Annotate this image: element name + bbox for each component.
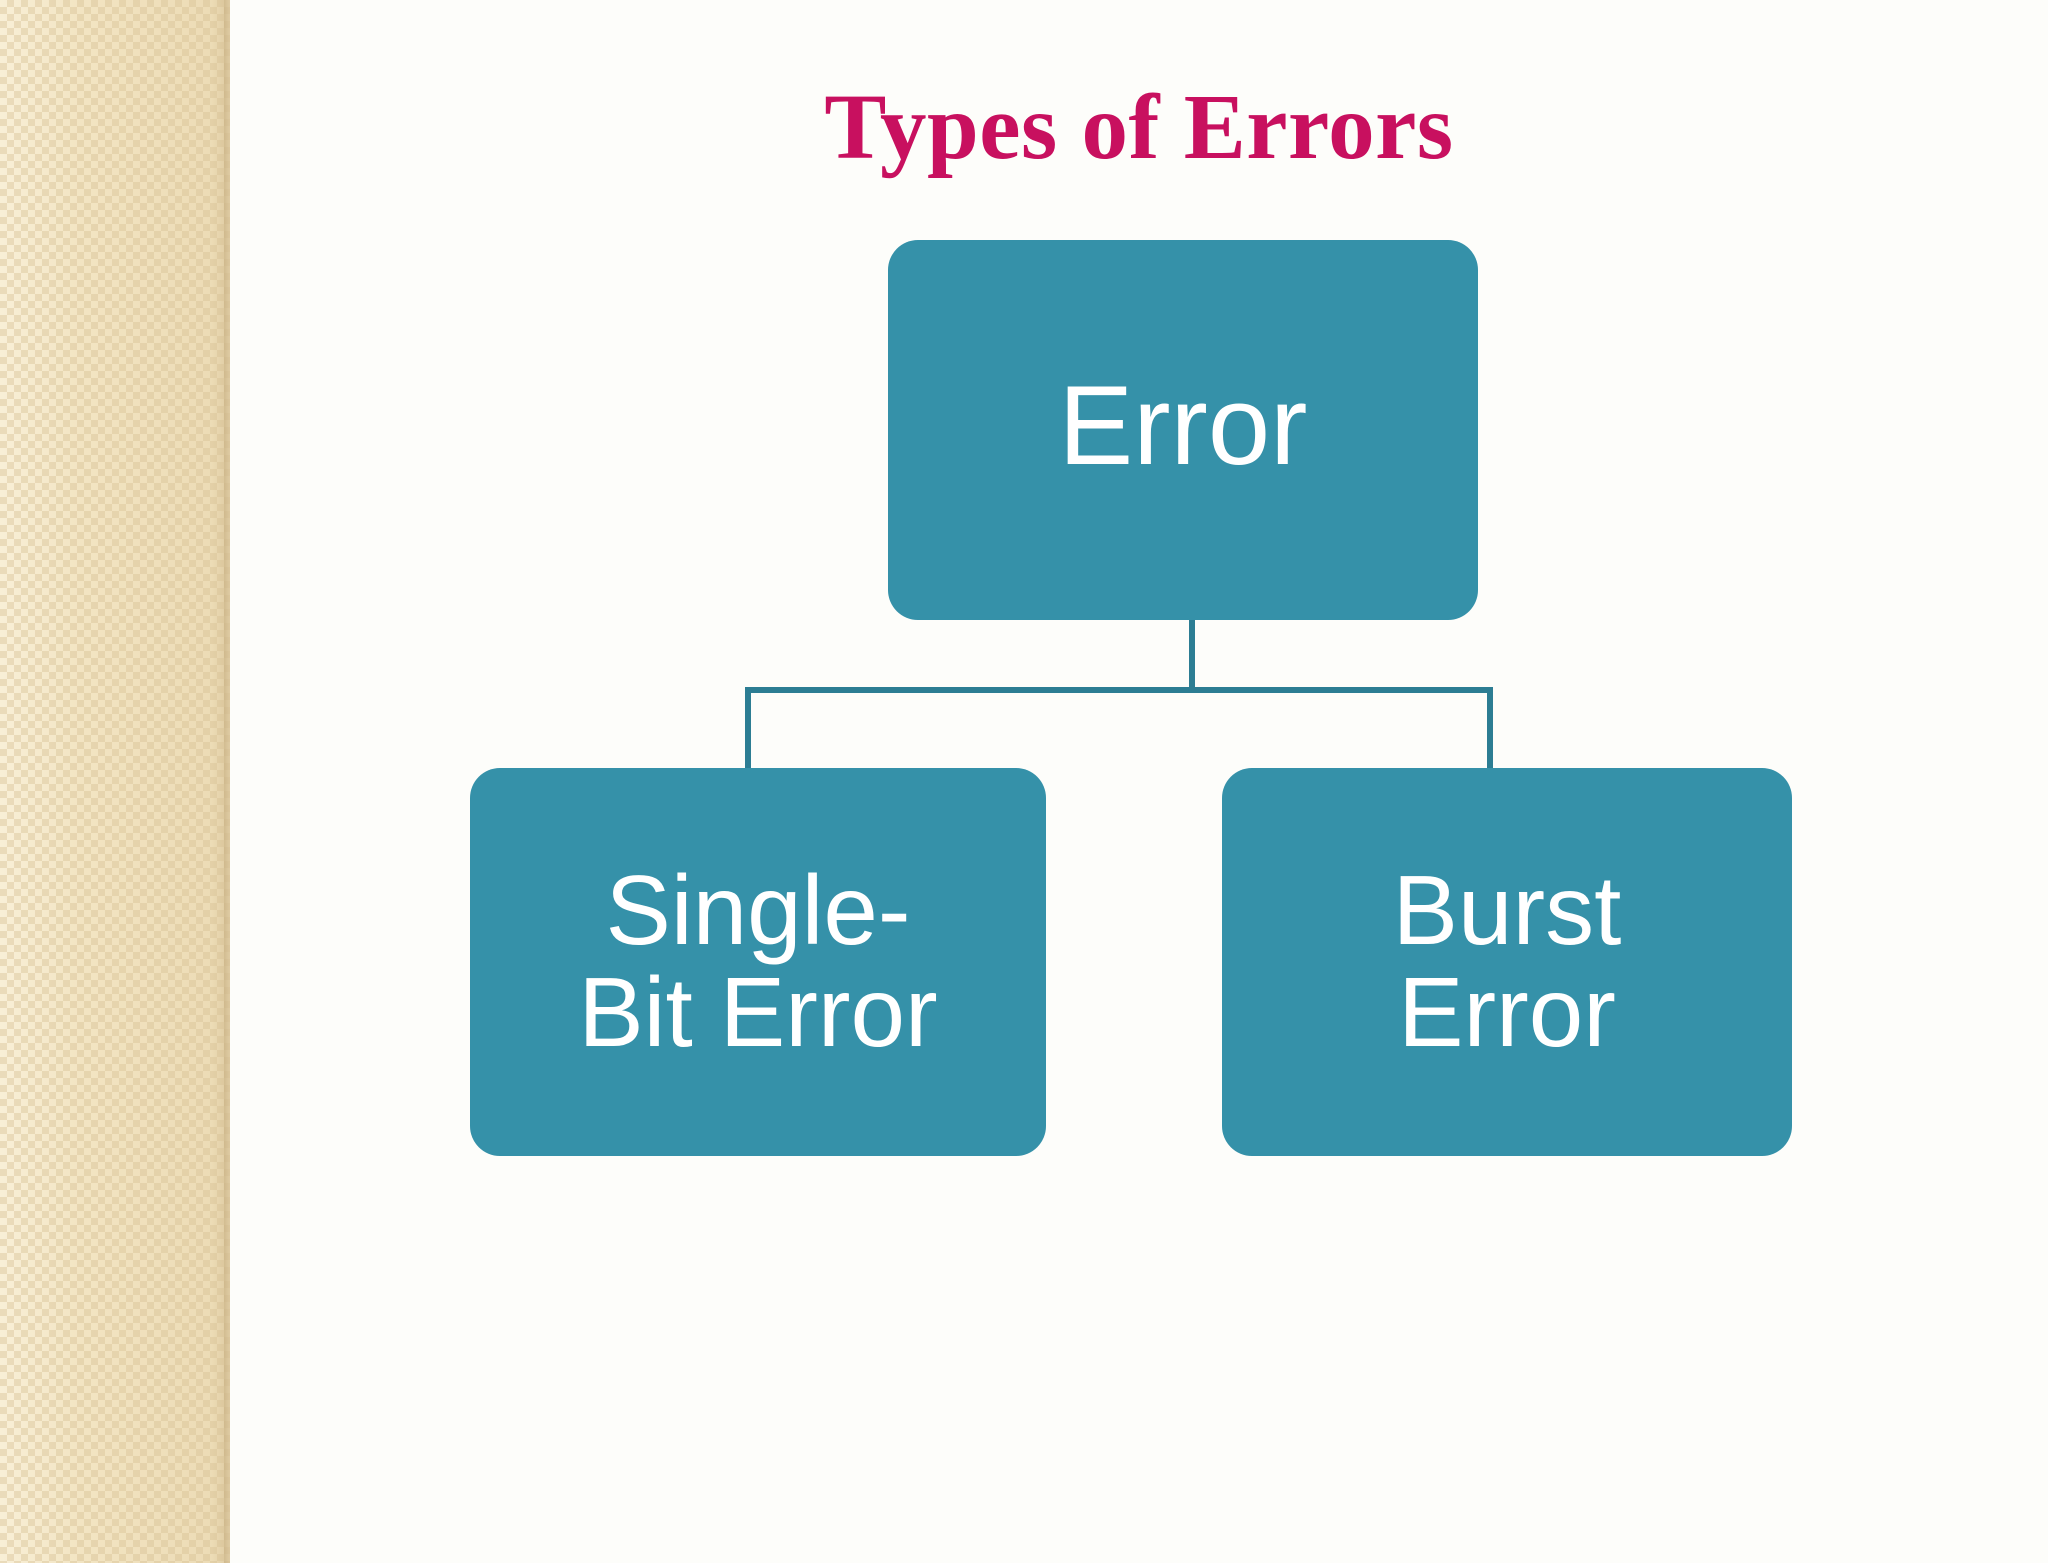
node-label-line-1: Single-	[605, 855, 911, 966]
connector-drop-right	[1487, 687, 1493, 771]
connector-drop-left	[745, 687, 751, 771]
diagram-node-error[interactable]: Error	[888, 240, 1478, 620]
sidebar-edge-shading	[224, 0, 230, 1563]
node-label-line-2: Error	[1398, 957, 1616, 1067]
diagram-node-single-bit-error[interactable]: Single-Bit Error	[470, 768, 1046, 1156]
page-title: Types of Errors	[824, 76, 1454, 179]
node-label-single-bit-error: Single-Bit Error	[578, 859, 938, 1067]
decorative-sidebar	[0, 0, 230, 1563]
connector-horizontal-bar	[745, 687, 1493, 693]
node-label-error: Error	[1058, 362, 1308, 488]
node-label-line-1: Burst	[1392, 855, 1622, 966]
node-label-line-2: Bit Error	[578, 957, 938, 1067]
connector-root-stem	[1189, 620, 1195, 692]
